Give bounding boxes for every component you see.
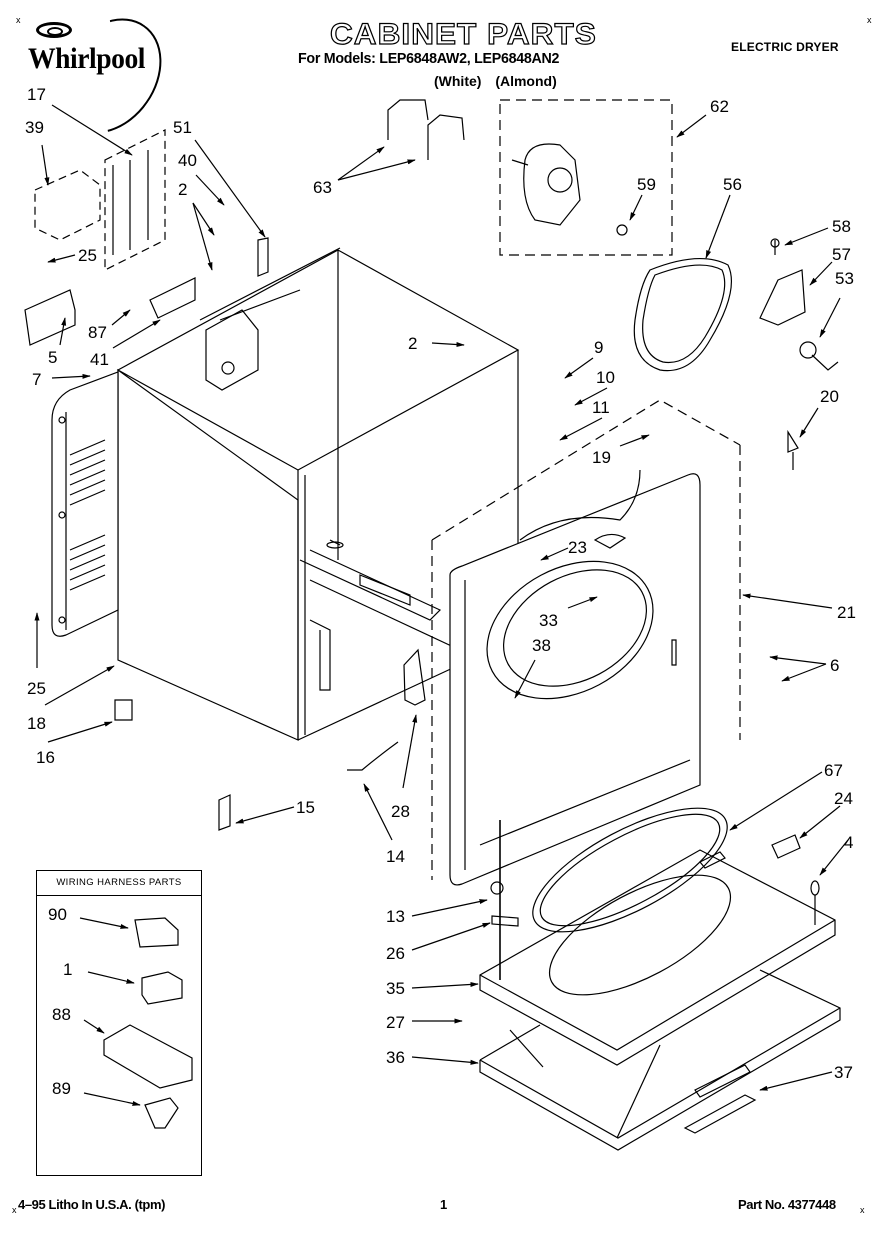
callout-4: 4 <box>844 833 853 852</box>
harness-connector-1 <box>141 971 183 1005</box>
callout-5: 5 <box>48 348 57 367</box>
harness-callout-89: 89 <box>52 1079 71 1098</box>
callout-26: 26 <box>386 944 405 963</box>
callout-9: 9 <box>594 338 603 357</box>
callout-41: 41 <box>90 350 109 369</box>
idler-bracket <box>759 238 806 326</box>
callout-67: 67 <box>824 761 843 780</box>
callout-11: 11 <box>592 398 610 417</box>
callout-39: 39 <box>25 118 44 137</box>
door-catch <box>491 915 519 927</box>
callout-13: 13 <box>386 907 405 926</box>
callout-53: 53 <box>835 269 854 288</box>
door-hinge <box>403 648 426 706</box>
front-panel <box>449 469 701 886</box>
drive-belt <box>633 258 733 372</box>
wire-tie <box>787 429 799 470</box>
callout-35: 35 <box>386 979 405 998</box>
motor-clamps <box>387 99 465 160</box>
callout-17: 17 <box>27 85 46 104</box>
callout-7: 7 <box>32 370 41 389</box>
models-line: For Models: LEP6848AW2, LEP6848AN2 <box>298 50 560 67</box>
callout-2: 2 <box>178 180 187 199</box>
callout-leaders <box>34 104 849 1106</box>
callout-59: 59 <box>637 175 656 194</box>
harness-callout-90: 90 <box>48 905 67 924</box>
callout-10: 10 <box>596 368 615 387</box>
callout-20: 20 <box>820 387 839 406</box>
callout-27: 27 <box>386 1013 405 1032</box>
callout-18: 18 <box>27 714 46 733</box>
callout-16: 16 <box>36 748 55 767</box>
wiring-harness-parts-box: WIRING HARNESS PARTS <box>36 870 202 1176</box>
callout-87: 87 <box>88 323 107 342</box>
registration-mark: x <box>12 1205 17 1215</box>
callout-36: 36 <box>386 1048 405 1067</box>
color-variants: (White) (Almond) <box>434 73 557 89</box>
document-type: ELECTRIC DRYER <box>731 40 839 54</box>
drive-motor <box>499 99 673 256</box>
callout-25: 25 <box>78 246 97 265</box>
base-panel <box>479 807 841 1151</box>
callout-51: 51 <box>173 118 192 137</box>
door-strike <box>218 794 231 831</box>
registration-mark: x <box>860 1205 865 1215</box>
callout-19: 19 <box>592 448 611 467</box>
registration-mark: x <box>867 15 872 25</box>
callout-23: 23 <box>568 538 587 557</box>
callout-63: 63 <box>313 178 332 197</box>
harness-connector-90 <box>134 917 179 948</box>
callout-57: 57 <box>832 245 851 264</box>
brand-logo: Whirlpool <box>28 42 146 75</box>
callout-25: 25 <box>27 679 46 698</box>
callout-14: 14 <box>386 847 405 866</box>
front-assembly-outline <box>431 399 741 880</box>
callout-28: 28 <box>391 802 410 821</box>
callout-58: 58 <box>832 217 851 236</box>
callout-24: 24 <box>834 789 853 808</box>
idler-pulley <box>799 341 839 371</box>
door-spring <box>347 741 399 771</box>
whirlpool-logo-badge-icon <box>36 22 72 38</box>
callout-6: 6 <box>830 656 839 675</box>
harness-callout-1: 1 <box>63 960 72 979</box>
page-title: CABINET PARTS <box>329 17 597 51</box>
side-panel <box>51 371 119 637</box>
callout-33: 33 <box>539 611 558 630</box>
callout-62: 62 <box>710 97 729 116</box>
callout-56: 56 <box>723 175 742 194</box>
terminal-block <box>24 129 269 346</box>
registration-mark: x <box>16 15 21 25</box>
callout-38: 38 <box>532 636 551 655</box>
wiring-harness-title: WIRING HARNESS PARTS <box>37 871 201 896</box>
harness-connector-88 <box>103 1024 193 1089</box>
callout-2: 2 <box>408 334 417 353</box>
part-number: Part No. 4377448 <box>738 1197 836 1212</box>
callout-21: 21 <box>837 603 856 622</box>
callout-15: 15 <box>296 798 315 817</box>
print-info: 4–95 Litho In U.S.A. (tpm) <box>18 1197 166 1212</box>
page-number: 1 <box>440 1197 448 1212</box>
harness-clip-89 <box>144 1097 179 1129</box>
screw <box>490 881 504 895</box>
callout-40: 40 <box>178 151 197 170</box>
callout-labels: 17 39 51 40 2 25 87 5 41 7 2 63 62 59 56… <box>25 85 856 1098</box>
callout-37: 37 <box>834 1063 853 1082</box>
harness-callout-88: 88 <box>52 1005 71 1024</box>
cabinet-body <box>116 247 520 741</box>
leveling-leg <box>114 699 133 721</box>
